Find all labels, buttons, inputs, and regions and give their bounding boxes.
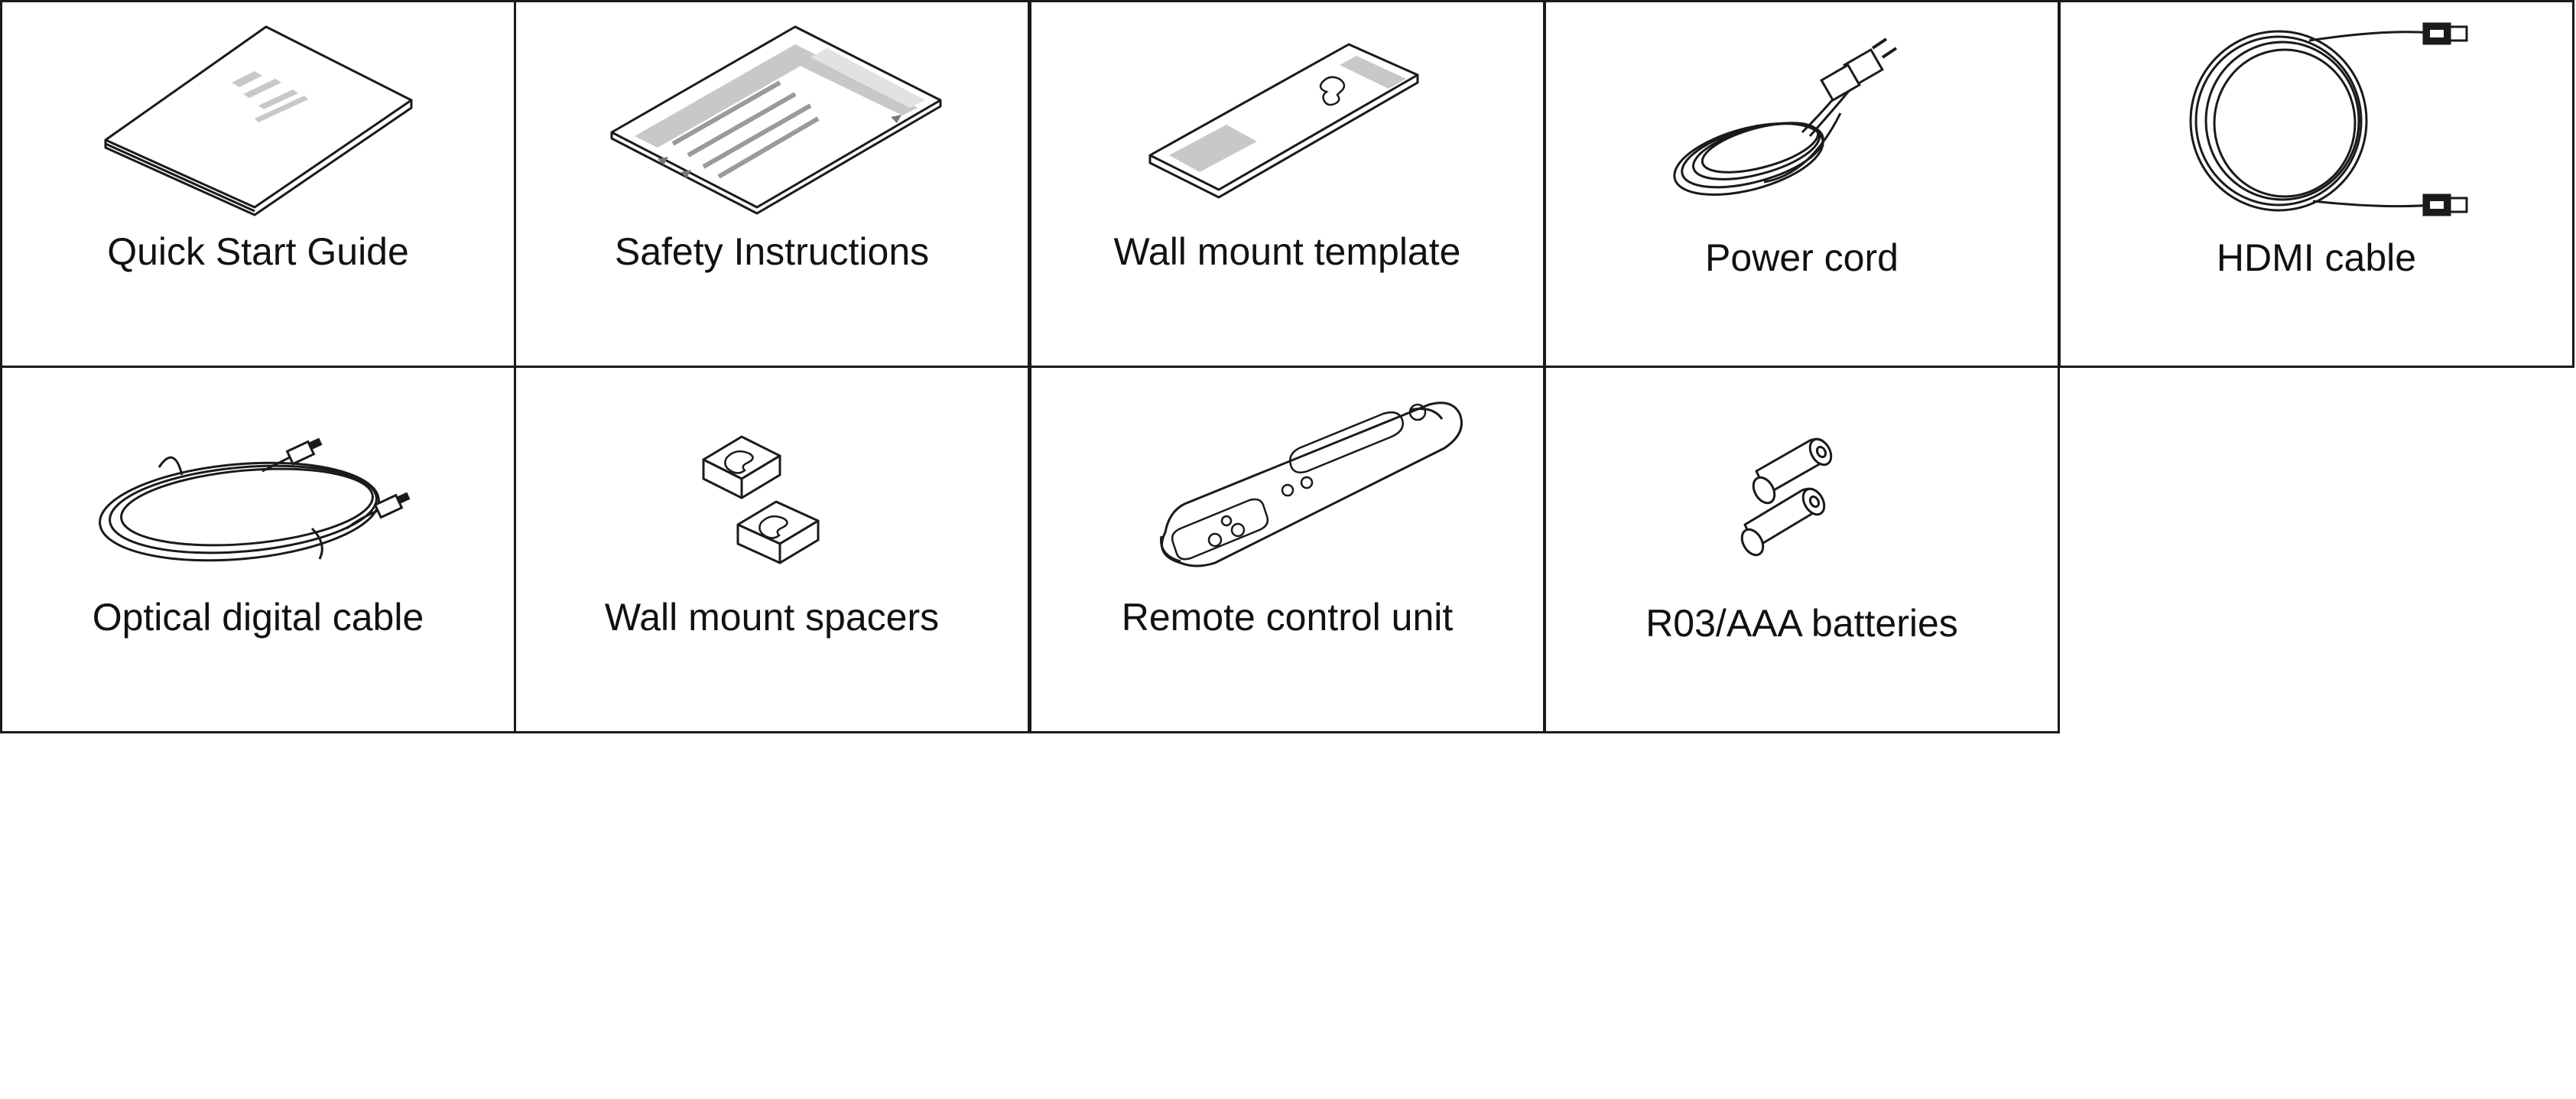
accessory-cell-wall-mount-spacers: Wall mount spacers: [514, 366, 1030, 733]
accessory-cell-wall-mount-template: Wall mount template: [1029, 0, 1545, 368]
accessory-cell-remote-control-unit: Remote control unit: [1029, 366, 1545, 733]
accessory-cell-aaa-batteries: R03/AAA batteries: [1544, 366, 2060, 733]
accessory-label: Optical digital cable: [92, 596, 424, 639]
hdmi-cable-icon: [2061, 10, 2572, 224]
wall-mount-template-icon: [1031, 10, 1543, 224]
accessory-cell-power-cord: Power cord: [1544, 0, 2060, 368]
accessory-cell-optical-digital-cable: Optical digital cable: [0, 366, 516, 733]
quick-start-guide-icon: [2, 10, 514, 224]
accessory-label: Quick Start Guide: [107, 230, 409, 273]
accessory-label: HDMI cable: [2216, 236, 2417, 279]
accessory-grid: Quick Start Guide: [0, 0, 2574, 733]
safety-instructions-icon: [516, 10, 1028, 224]
power-cord-icon: [1546, 10, 2058, 224]
accessory-cell-hdmi-cable: HDMI cable: [2058, 0, 2574, 368]
accessory-cell-safety-instructions: Safety Instructions: [514, 0, 1030, 368]
remote-control-unit-icon: [1031, 376, 1543, 590]
optical-digital-cable-icon: [2, 376, 514, 590]
accessory-label: Safety Instructions: [614, 230, 930, 273]
accessory-label: Wall mount spacers: [604, 596, 940, 639]
aaa-batteries-icon: [1546, 376, 2058, 590]
accessory-label: Wall mount template: [1113, 230, 1461, 273]
accessory-label: Power cord: [1705, 236, 1899, 279]
accessory-label: R03/AAA batteries: [1645, 602, 1958, 645]
accessory-cell-quick-start-guide: Quick Start Guide: [0, 0, 516, 368]
wall-mount-spacers-icon: [516, 376, 1028, 590]
accessory-label: Remote control unit: [1121, 596, 1454, 639]
